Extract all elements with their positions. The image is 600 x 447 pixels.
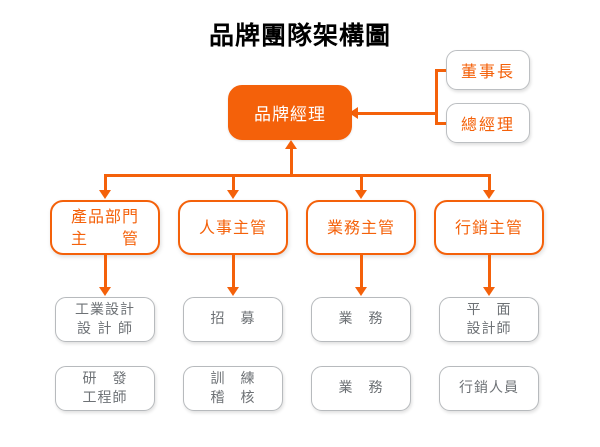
connector-product-to-staff (104, 255, 107, 288)
node-sales-staff-2[interactable]: 業 務 (311, 366, 411, 411)
node-hr-head[interactable]: 人事主管 (178, 200, 288, 255)
connector-bus-horizontal (104, 174, 491, 177)
arrow-down-icon-recruiting (227, 287, 239, 296)
arrow-down-icon-sales-staff (355, 287, 367, 296)
arrow-down-icon-product-head (99, 190, 111, 199)
arrow-down-icon-marketing-head (483, 190, 495, 199)
node-sales-head[interactable]: 業務主管 (306, 200, 416, 255)
node-brand-manager[interactable]: 品牌經理 (228, 85, 352, 140)
arrow-down-icon-industrial-designer (99, 287, 111, 296)
node-chairman[interactable]: 董事長 (446, 50, 530, 90)
node-industrial-designer[interactable]: 工業設計 設 計 師 (55, 297, 155, 342)
connector-sales-to-staff (360, 255, 363, 288)
node-product-head[interactable]: 產品部門 主 管 (50, 200, 160, 255)
page-title: 品牌團隊架構圖 (208, 21, 391, 50)
arrow-left-icon-brand-manager (349, 107, 358, 119)
node-rd-engineer[interactable]: 研 發 工程師 (55, 366, 155, 411)
connector-drop-hr (232, 174, 235, 191)
arrow-down-icon-hr-head (227, 190, 239, 199)
connector-gm-stub (435, 122, 447, 125)
connector-hr-to-staff (232, 255, 235, 288)
arrow-down-icon-sales-head (355, 190, 367, 199)
node-sales-staff-1[interactable]: 業 務 (311, 297, 411, 342)
node-marketing-staff[interactable]: 行銷人員 (439, 366, 539, 411)
connector-chairman-stub (435, 69, 447, 72)
node-recruiting[interactable]: 招 募 (183, 297, 283, 342)
node-marketing-head[interactable]: 行銷主管 (434, 200, 544, 255)
connector-exec-trunk (435, 69, 438, 125)
connector-drop-product (104, 174, 107, 191)
connector-drop-sales (360, 174, 363, 191)
node-training-audit[interactable]: 訓 練 稽 核 (183, 366, 283, 411)
connector-drop-marketing (488, 174, 491, 191)
connector-exec-to-brand-manager (358, 112, 437, 115)
node-general-manager[interactable]: 總經理 (446, 103, 530, 143)
node-graphic-designer[interactable]: 平 面 設計師 (439, 297, 539, 342)
arrow-down-icon-graphic-designer (483, 287, 495, 296)
connector-bus-stem (290, 149, 293, 176)
connector-marketing-to-staff (488, 255, 491, 288)
arrow-up-icon-brand-manager (285, 140, 297, 149)
